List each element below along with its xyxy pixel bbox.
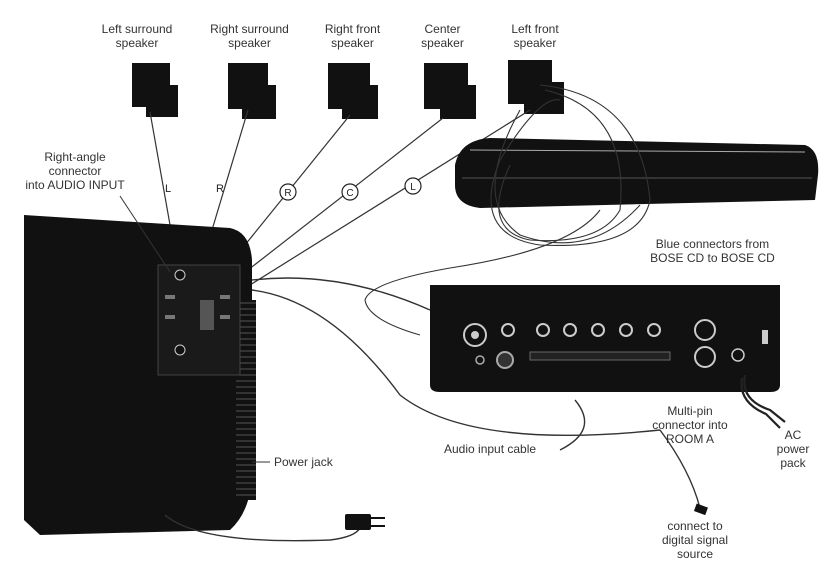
module-cables xyxy=(164,277,701,542)
digital-cable-plug xyxy=(693,503,708,516)
coiled-cables xyxy=(364,84,651,336)
power-plug xyxy=(345,514,385,530)
speaker-right-front xyxy=(328,63,378,119)
input-panel xyxy=(157,264,241,376)
right-angle-leader xyxy=(119,195,171,273)
speaker-left-surround xyxy=(132,63,178,117)
speaker-right-surround xyxy=(228,63,276,119)
acoustimass-module xyxy=(24,215,256,535)
label-power-jack: Power jack xyxy=(274,455,333,469)
speaker-center xyxy=(424,63,476,119)
channel-l: L xyxy=(410,182,416,193)
bose-cd-unit xyxy=(455,138,819,208)
ac-cord xyxy=(740,374,786,429)
control-unit xyxy=(430,285,780,392)
speaker-left-front xyxy=(508,60,564,114)
channel-ls: L xyxy=(165,183,171,195)
channel-rs: R xyxy=(216,183,224,195)
channel-markers: L R R C L xyxy=(165,177,422,201)
channel-r: R xyxy=(284,188,291,199)
label-audio-input-cable: Audio input cable xyxy=(444,442,537,456)
channel-c: C xyxy=(346,188,353,199)
